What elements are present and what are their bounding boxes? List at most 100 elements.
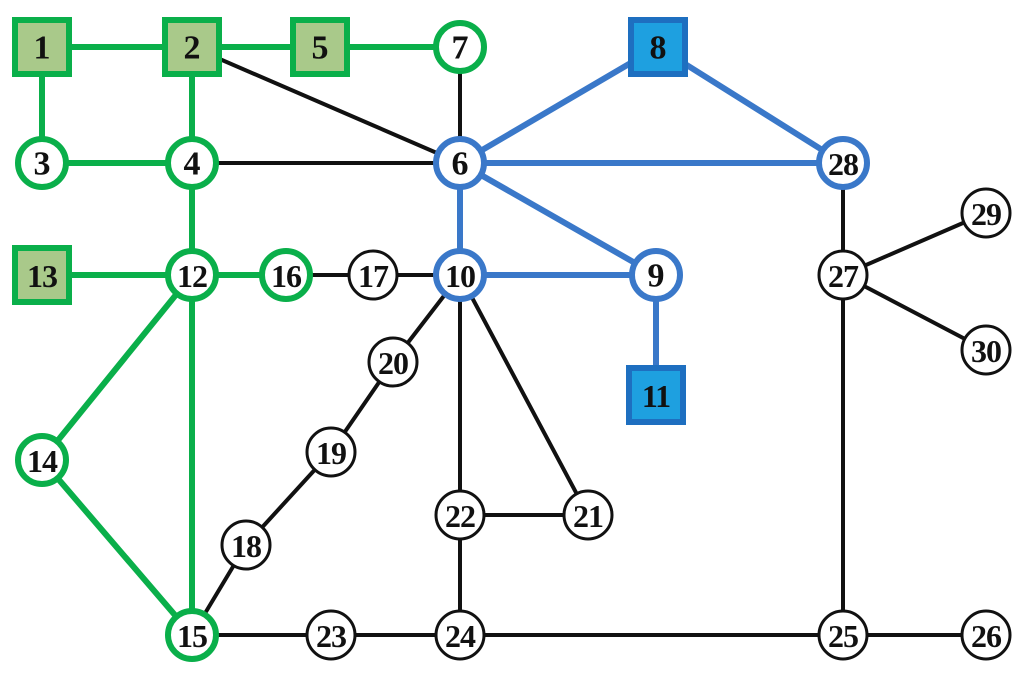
node-14-circle <box>15 433 69 487</box>
node-21-label: 21 <box>573 498 603 534</box>
node-26-circle <box>960 609 1012 661</box>
edge-8-28 <box>655 44 846 166</box>
node-9-label: 9 <box>648 258 665 295</box>
node-18-label: 18 <box>231 528 261 564</box>
node-29-circle <box>960 187 1012 239</box>
node-9-circle <box>629 248 683 302</box>
node-27-label: 27 <box>828 258 859 294</box>
node-29: 29 <box>960 187 1012 239</box>
node-28-circle <box>816 136 870 190</box>
node-17-label: 17 <box>358 258 389 294</box>
node-19-circle <box>305 426 357 478</box>
node-2: 2 <box>162 17 222 77</box>
edge-27-29 <box>841 211 988 277</box>
edge-27-30 <box>841 273 988 352</box>
node-16-label: 16 <box>271 258 302 294</box>
node-7: 7 <box>433 20 487 74</box>
node-11-square <box>626 365 686 425</box>
node-30-circle <box>960 324 1012 376</box>
node-1-label: 1 <box>34 30 51 67</box>
node-4-circle <box>165 136 219 190</box>
edge-10-21 <box>458 273 590 517</box>
node-16: 16 <box>259 248 313 302</box>
node-8-label: 8 <box>650 30 667 67</box>
node-6: 6 <box>433 136 487 190</box>
node-23-label: 23 <box>316 618 346 654</box>
edge-14-15 <box>39 457 195 638</box>
node-4-label: 4 <box>184 146 201 183</box>
node-28: 28 <box>816 136 870 190</box>
node-13-label: 13 <box>27 258 57 294</box>
node-10-label: 10 <box>445 258 475 294</box>
edge-12-14 <box>39 272 195 463</box>
edge-6-8 <box>457 44 661 166</box>
node-25: 25 <box>817 609 869 661</box>
node-25-label: 25 <box>828 618 858 654</box>
node-22-label: 22 <box>445 498 475 534</box>
node-19: 19 <box>305 426 357 478</box>
node-9: 9 <box>629 248 683 302</box>
node-5-square <box>290 17 350 77</box>
node-24-label: 24 <box>445 618 476 654</box>
node-24: 24 <box>434 609 486 661</box>
node-12-circle <box>165 248 219 302</box>
node-18: 18 <box>220 519 272 571</box>
node-29-label: 29 <box>971 196 1001 232</box>
node-6-label: 6 <box>452 146 469 183</box>
edges-layer <box>39 44 988 638</box>
node-27-circle <box>817 249 869 301</box>
node-10: 10 <box>433 248 487 302</box>
node-13: 13 <box>12 245 72 305</box>
node-30-label: 30 <box>971 333 1001 369</box>
node-15-circle <box>165 608 219 662</box>
node-2-square <box>162 17 222 77</box>
node-20-label: 20 <box>378 345 408 381</box>
node-12: 12 <box>165 248 219 302</box>
node-11: 11 <box>626 365 686 425</box>
node-21: 21 <box>562 489 614 541</box>
node-22: 22 <box>434 489 486 541</box>
node-23: 23 <box>305 609 357 661</box>
node-25-circle <box>817 609 869 661</box>
node-16-circle <box>259 248 313 302</box>
node-8: 8 <box>628 17 688 77</box>
node-12-label: 12 <box>177 258 207 294</box>
node-17: 17 <box>347 249 399 301</box>
node-1-square <box>12 17 72 77</box>
node-5-label: 5 <box>312 30 329 67</box>
node-15: 15 <box>165 608 219 662</box>
node-28-label: 28 <box>828 146 858 182</box>
node-13-square <box>12 245 72 305</box>
node-3: 3 <box>15 136 69 190</box>
node-2-label: 2 <box>184 30 201 67</box>
node-20-circle <box>367 336 419 388</box>
node-8-square <box>628 17 688 77</box>
node-3-label: 3 <box>34 146 51 183</box>
node-15-label: 15 <box>177 618 207 654</box>
node-7-circle <box>433 20 487 74</box>
node-22-circle <box>434 489 486 541</box>
node-14: 14 <box>15 433 69 487</box>
node-20: 20 <box>367 336 419 388</box>
node-4: 4 <box>165 136 219 190</box>
node-11-label: 11 <box>642 378 670 414</box>
node-24-circle <box>434 609 486 661</box>
node-7-label: 7 <box>452 30 469 67</box>
node-26: 26 <box>960 609 1012 661</box>
node-30: 30 <box>960 324 1012 376</box>
node-18-circle <box>220 519 272 571</box>
node-5: 5 <box>290 17 350 77</box>
edge-6-9 <box>457 160 659 278</box>
edge-2-6 <box>190 45 462 165</box>
node-10-circle <box>433 248 487 302</box>
node-26-label: 26 <box>971 618 1002 654</box>
node-1: 1 <box>12 17 72 77</box>
node-17-circle <box>347 249 399 301</box>
node-23-circle <box>305 609 357 661</box>
node-6-circle <box>433 136 487 190</box>
node-19-label: 19 <box>316 435 346 471</box>
node-21-circle <box>562 489 614 541</box>
